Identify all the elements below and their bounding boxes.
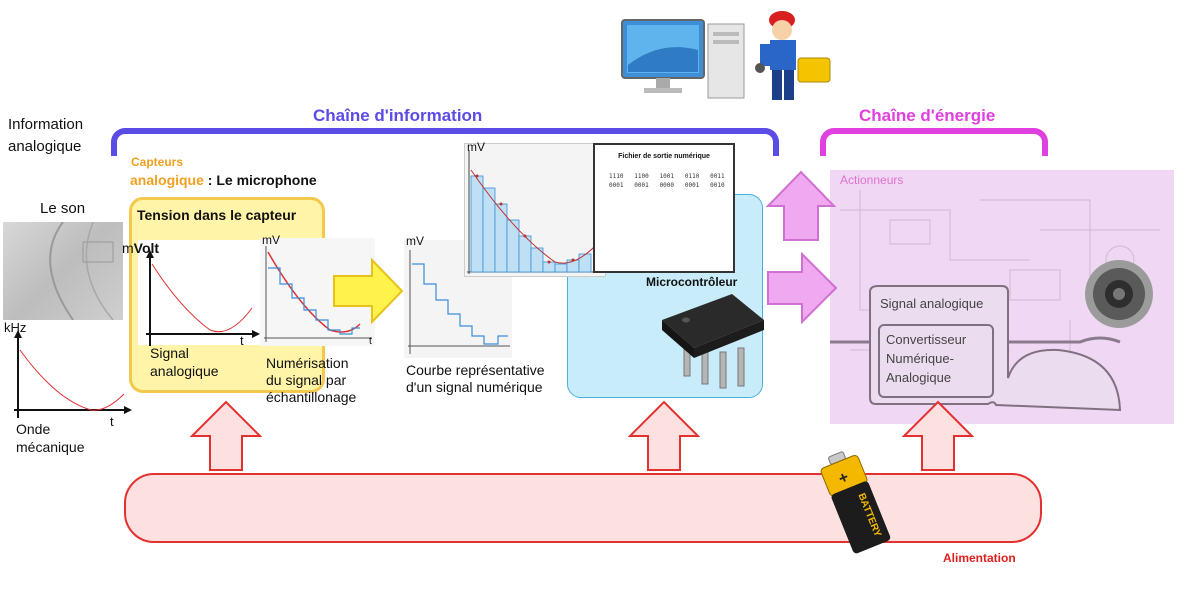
microcontroller-chip-icon [658,290,768,400]
pink-arrow-up [765,168,837,242]
actuator-label: Actionneurs [840,173,904,187]
dac-inner-box [878,324,994,398]
digital-curve-caption: Courbe représentative d'un signal numéri… [406,362,545,395]
sampling-axis-unit: mV [262,233,280,247]
sound-photo [3,221,123,321]
sensor-signal-graph [140,248,260,348]
info-chain-title: Chaîne d'information [313,106,483,125]
sensor-axis-t: t [240,333,244,348]
digital-curve-graph [404,240,512,358]
sensor-caption: Signal analogique [150,345,219,379]
sensor-label-1: Capteurs [131,155,184,169]
sensor-axis-unit: mVolt [122,240,160,256]
output-file-title: Fichier de sortie numérique [618,153,710,160]
battery-icon: + BATTERY [816,444,906,554]
sound-title: Le son [40,200,86,217]
sensor-graph-panel [138,240,260,345]
sensor-box-title: Tension dans le capteur [137,207,297,223]
microcontroller-label: Microcontrôleur [646,275,738,289]
speaker-icon [1080,254,1158,332]
info-analog-label: Information analogique [8,116,84,155]
power-label: Alimentation [943,551,1016,565]
output-histogram [464,143,606,277]
dac-signal-label: Signal analogique [880,296,984,311]
sampling-axis-t: t [369,336,372,347]
technician-icon [752,6,842,106]
dac-label: Convertisseur Numérique- Analogique [886,332,967,385]
sound-caption: Onde mécanique [16,421,85,455]
sound-axis-t: t [110,414,114,429]
sensor-label-2: analogique : Le microphone [130,172,317,188]
digital-curve-axis-unit: mV [406,234,424,248]
output-axis-unit: mV [467,140,485,154]
sound-axis-unit: kHz [4,320,27,335]
sound-wave-graph [6,330,132,420]
yellow-arrow [332,257,404,325]
info-chain-bracket [111,128,779,156]
power-box [124,473,1042,543]
output-file-row-1: 1110 1100 1001 0110 0011 [609,173,725,180]
power-arrow-3 [901,398,975,472]
power-arrow-2 [627,398,701,472]
pink-arrow-right [766,250,838,326]
output-file-row-2: 0001 0001 0000 0001 0010 [609,182,725,189]
energy-chain-bracket [820,128,1048,156]
power-arrow-1 [189,398,263,472]
output-file-card: Fichier de sortie numérique 1110 1100 10… [593,143,735,273]
computer-icon [620,10,750,100]
energy-chain-title: Chaîne d'énergie [859,106,996,125]
sampling-caption: Numérisation du signal par échantillonag… [266,355,357,405]
